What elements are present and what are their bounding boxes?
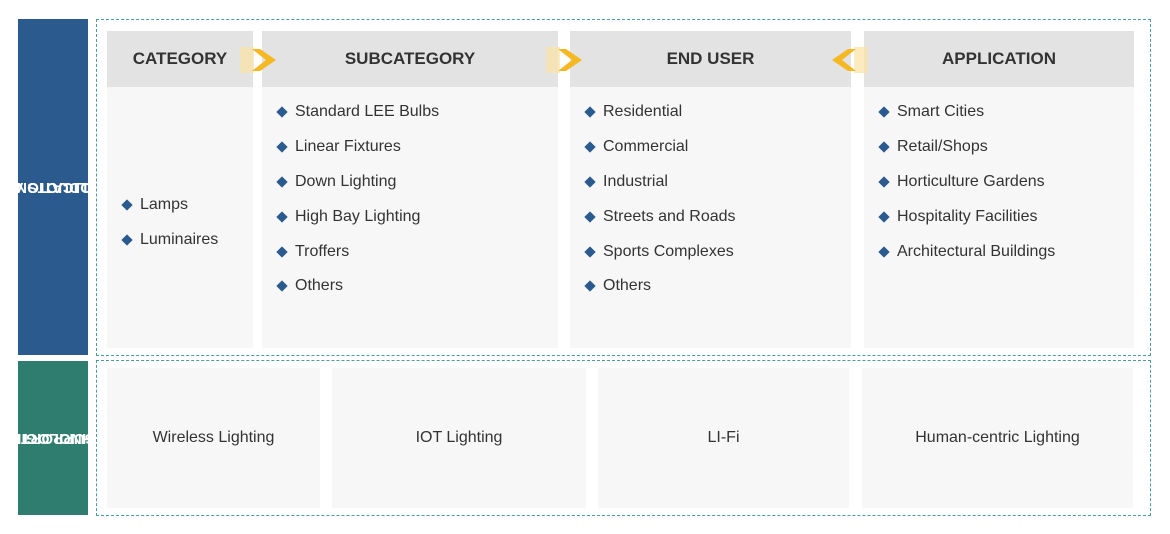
diamond-bullet-icon [276,245,288,258]
list-item: Residential [584,95,736,130]
diamond-bullet-icon [276,176,288,188]
list-item: Down Lighting [276,165,439,200]
chevron-left-icon [832,47,868,73]
diamond-bullet-icon [878,245,890,258]
list-item: High Bay Lighting [276,199,439,234]
subcategory-column: SUBCATEGORY Standard LEE Bulbs Linear Fi… [262,31,558,348]
list-item: Retail/Shops [878,130,1055,165]
application-header: APPLICATION [864,31,1134,87]
diamond-bullet-icon [584,176,596,188]
tech-human-centric-lighting: Human-centric Lighting [862,368,1133,508]
diamond-bullet-icon [878,176,890,188]
diamond-bullet-icon [276,211,288,223]
list-item: Sports Complexes [584,234,736,269]
diamond-bullet-icon [878,211,890,223]
end-user-column: END USER Residential Commercial Industri… [570,31,851,348]
diamond-bullet-icon [276,280,288,293]
list-item: Linear Fixtures [276,130,439,165]
subcategory-list: Standard LEE Bulbs Linear Fixtures Down … [276,95,439,304]
diamond-bullet-icon [276,106,288,119]
diamond-bullet-icon [584,245,596,258]
diamond-bullet-icon [121,234,133,246]
chevron-right-icon [240,47,276,73]
diamond-bullet-icon [584,280,596,293]
list-item: Luminaires [121,223,218,258]
list-item: Troffers [276,234,439,269]
end-user-list: Residential Commercial Industrial Street… [584,95,736,304]
diamond-bullet-icon [584,141,596,153]
key-products-frame [96,19,1151,356]
tech-li-fi: LI-Fi [598,368,849,508]
supporting-technologies-label: SUPPORTING TECHNOLOGIES [0,361,123,515]
list-item: Standard LEE Bulbs [276,95,439,130]
list-item: Streets and Roads [584,199,736,234]
subcategory-header: SUBCATEGORY [262,31,558,87]
diamond-bullet-icon [121,199,133,212]
list-item: Industrial [584,165,736,200]
list-item: Hospitality Facilities [878,199,1055,234]
application-column: APPLICATION Smart Cities Retail/Shops Ho… [864,31,1134,348]
diamond-bullet-icon [584,211,596,223]
tech-iot-lighting: IOT Lighting [332,368,586,508]
list-item: Lamps [121,188,218,223]
key-products-label: KEY PRODUCTS AND THEIR APPLICATIONS [0,19,148,355]
category-column: CATEGORY Lamps Luminaires [107,31,253,348]
list-item: Smart Cities [878,95,1055,130]
diamond-bullet-icon [878,141,890,153]
diamond-bullet-icon [878,106,890,119]
category-header: CATEGORY [107,31,253,87]
category-list: Lamps Luminaires [121,188,218,258]
tech-wireless-lighting: Wireless Lighting [107,368,320,508]
diamond-bullet-icon [276,141,288,153]
list-item: Others [584,269,736,304]
list-item: Architectural Buildings [878,234,1055,269]
application-list: Smart Cities Retail/Shops Horticulture G… [878,95,1055,269]
list-item: Commercial [584,130,736,165]
list-item: Others [276,269,439,304]
chevron-right-icon [546,47,582,73]
end-user-header: END USER [570,31,851,87]
list-item: Horticulture Gardens [878,165,1055,200]
diamond-bullet-icon [584,106,596,119]
supporting-technologies-frame [96,360,1151,516]
